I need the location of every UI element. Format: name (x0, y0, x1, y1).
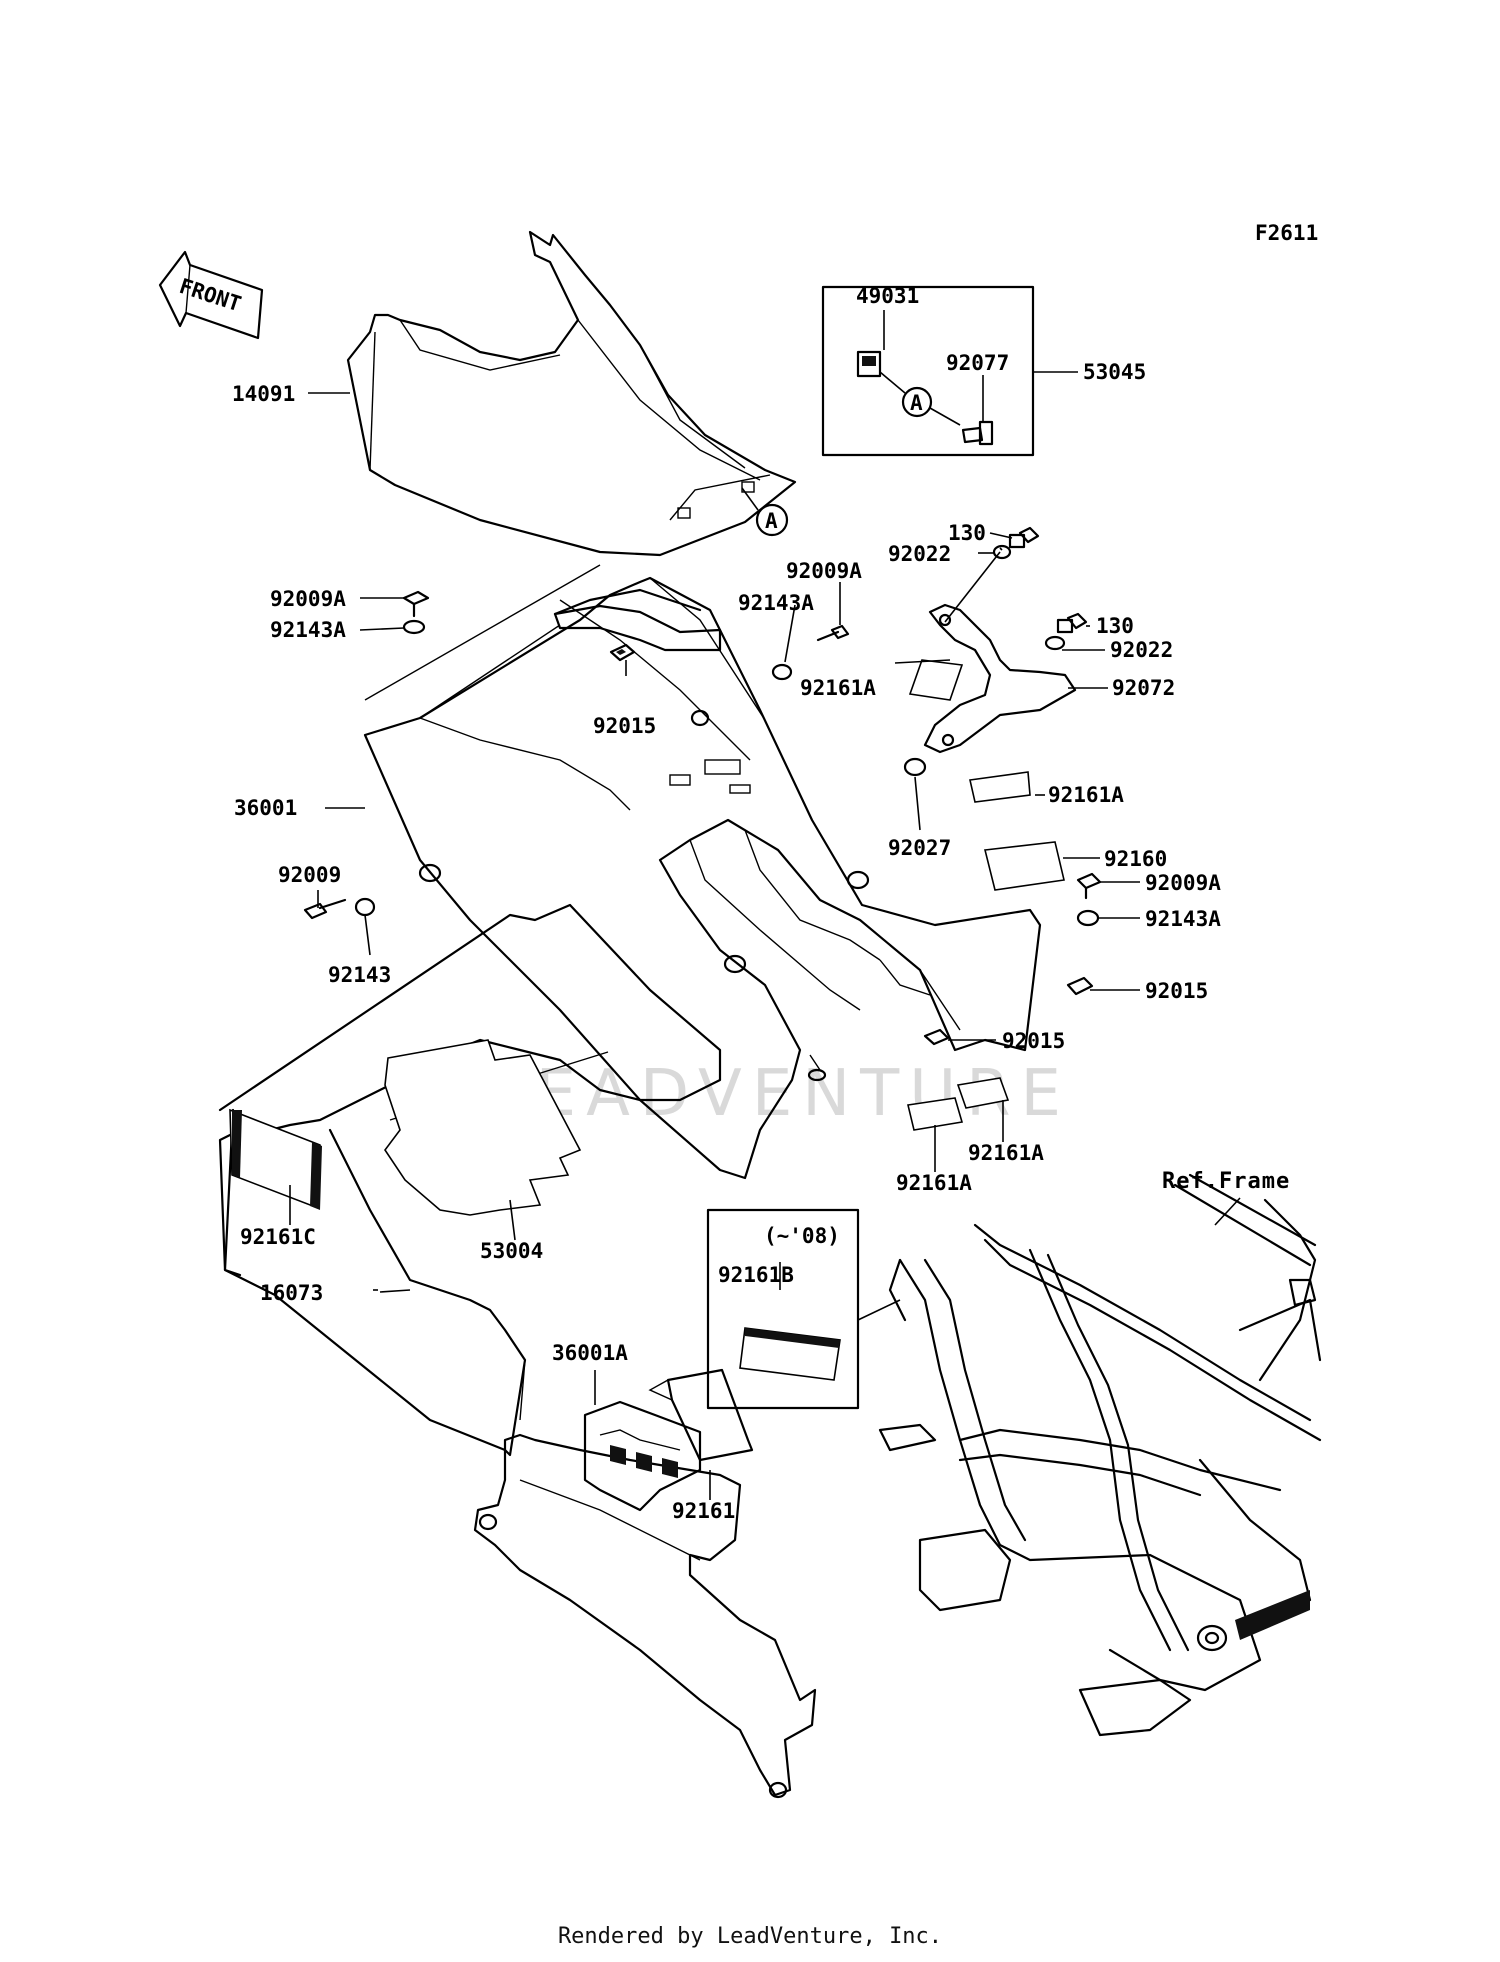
label-92015-right: 92015 (1145, 979, 1208, 1003)
decal-92161 (648, 1368, 754, 1462)
decal-92160 (984, 841, 1065, 891)
decal-92161C (229, 1108, 322, 1210)
label-ref-frame: Ref.Frame (1162, 1169, 1290, 1194)
label-130-right: 130 (1096, 614, 1134, 638)
label-92072: 92072 (1112, 676, 1175, 700)
label-92015-bottom: 92015 (1002, 1029, 1065, 1053)
svg-text:A: A (765, 509, 778, 533)
part-49031-switch (856, 350, 882, 378)
label-92161A-lower-left: 92161A (896, 1171, 972, 1195)
fasteners (303, 526, 1102, 1046)
label-92015-top: 92015 (593, 714, 656, 738)
label-92009A-right: 92009A (1145, 871, 1221, 895)
label-92143A-mid: 92143A (738, 591, 814, 615)
upper-inner-panel (364, 564, 702, 719)
label-92161A-lower-right: 92161A (968, 1141, 1044, 1165)
part-labels: 14091 49031 92077 53045 130 92022 92009A… (232, 284, 1290, 1523)
label-36001A: 36001A (552, 1341, 628, 1365)
figure-code: F2611 (1255, 221, 1318, 245)
label-14091: 14091 (232, 382, 295, 406)
label-92161C: 92161C (240, 1225, 316, 1249)
callout-a-circle (901, 386, 933, 418)
decals-92161A (907, 659, 1065, 1131)
label-92009A-mid: 92009A (786, 559, 862, 583)
label-92022-top: 92022 (888, 542, 951, 566)
label-16073: 16073 (260, 1281, 323, 1305)
footer-credit: Rendered by LeadVenture, Inc. (557, 1924, 943, 1949)
label-92077: 92077 (946, 351, 1009, 375)
part-14091-cover (346, 230, 797, 557)
part-92072-bracket (923, 603, 1077, 754)
reference-frame (878, 1173, 1322, 1737)
callout-a-letter: A (910, 391, 923, 415)
label-92009A-top: 92009A (270, 587, 346, 611)
kit-box-92161B: (~'08) (706, 1208, 860, 1410)
label-49031: 49031 (856, 284, 919, 308)
label-92161: 92161 (672, 1499, 735, 1523)
callout-a-on-cover: A (741, 487, 789, 537)
part-36001A-lower-cover (473, 1400, 817, 1799)
label-92009: 92009 (278, 863, 341, 887)
label-92161A-right: 92161A (1048, 783, 1124, 807)
label-36001: 36001 (234, 796, 297, 820)
label-53004: 53004 (480, 1239, 543, 1263)
part-36001-fender (363, 576, 1042, 1180)
label-92160: 92160 (1104, 847, 1167, 871)
kit-box-note: (~'08) (764, 1224, 840, 1248)
label-53045: 53045 (1083, 360, 1146, 384)
label-92161B: 92161B (718, 1263, 794, 1287)
label-92161A-upper: 92161A (800, 676, 876, 700)
front-arrow-icon: FRONT (158, 250, 264, 340)
label-92143: 92143 (328, 963, 391, 987)
label-92027: 92027 (888, 836, 951, 860)
label-92022-right: 92022 (1110, 638, 1173, 662)
kit-box-53045: A (821, 285, 1035, 457)
part-92077-screw (961, 426, 984, 444)
leader-lines (289, 310, 1241, 1500)
label-92143A-right: 92143A (1145, 907, 1221, 931)
decal-53004 (384, 1039, 582, 1216)
label-130-top: 130 (948, 521, 986, 545)
label-92143A-top: 92143A (270, 618, 346, 642)
